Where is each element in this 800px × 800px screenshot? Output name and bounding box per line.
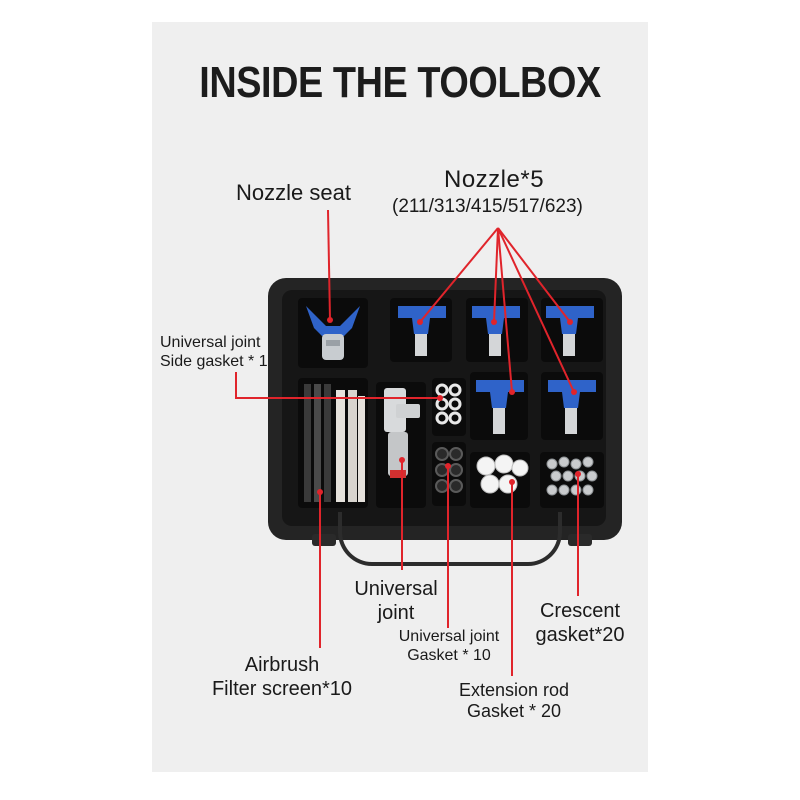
nozzle-item-1 [398,306,446,356]
label-nozzle-sizes: (211/313/415/517/623) [392,196,583,217]
label-extension-line2: Gasket * 20 [466,701,562,722]
nozzle-seat-item [306,306,360,360]
toolbox-handle [338,512,562,566]
toolbox-hinge-right [568,534,592,546]
label-extension-gasket: Extension rod Gasket * 20 [446,680,582,722]
label-extension-line1: Extension rod [458,680,570,700]
filter-screens-item [304,384,365,502]
label-joint-gasket: Universal joint Gasket * 10 [384,628,514,666]
label-side-gasket-line1: Universal joint [160,334,261,351]
label-airbrush-line2: Filter screen*10 [211,677,353,700]
label-airbrush: Airbrush Filter screen*10 [198,654,366,701]
label-universal-joint-line1: Universal [354,578,438,600]
nozzle-item-2 [472,306,520,356]
extension-gaskets-item [476,454,529,494]
label-nozzle: Nozzle*5 [444,166,545,193]
toolbox-hinge-left [312,534,336,546]
nozzle-item-4 [476,380,524,434]
label-joint-gasket-line1: Universal joint [398,628,500,645]
label-universal-joint-line2: joint [377,601,415,624]
label-crescent-line2: gasket*20 [535,623,625,646]
label-airbrush-line1: Airbrush [244,654,320,676]
side-gaskets-item [435,383,462,425]
pointer-dots [317,317,581,495]
label-side-gasket-line2: Side gasket * 10 [160,352,277,370]
crescent-gaskets-item [546,456,598,496]
pointer-lines [235,209,579,676]
page-title: INSIDE THE TOOLBOX [199,58,601,107]
label-universal-joint: Universal joint [346,578,446,625]
label-crescent-gasket: Crescent gasket*20 [530,600,630,647]
label-joint-gasket-line2: Gasket * 10 [407,646,491,664]
label-crescent-line1: Crescent [539,600,621,622]
label-nozzle-seat: Nozzle seat [236,180,351,205]
label-side-gasket: Universal joint Side gasket * 10 [160,334,277,372]
joint-gaskets-item [435,447,463,493]
